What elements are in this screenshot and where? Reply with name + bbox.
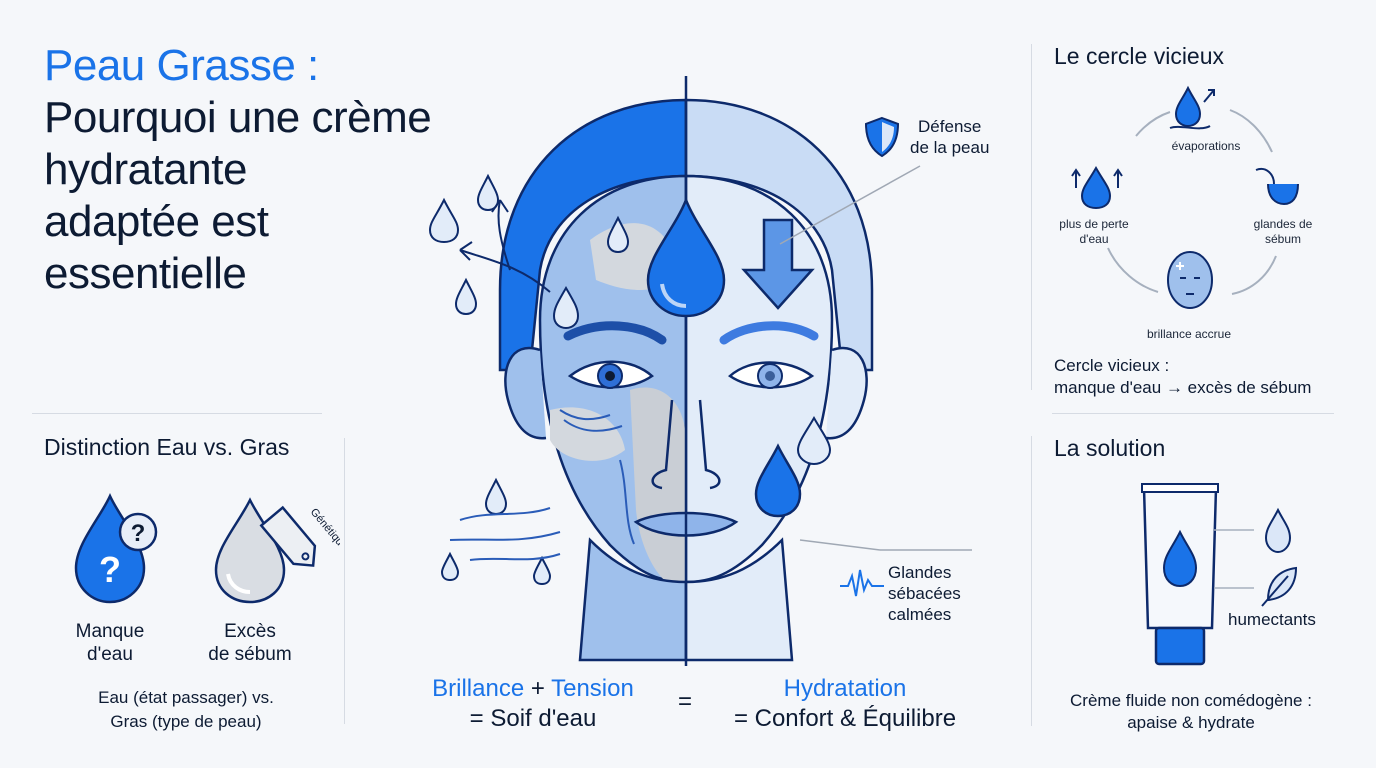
sebaceous-gland-icon	[1255, 168, 1299, 206]
leaf-icon	[1261, 566, 1298, 607]
title-line-2: hydratante	[44, 145, 247, 194]
solution-illustration	[1141, 483, 1298, 666]
title-accent: Peau Grasse :	[44, 41, 319, 90]
shine-patch	[550, 407, 625, 461]
page-title: Peau Grasse : Pourquoi une crème hydrata…	[44, 40, 514, 300]
pulse-icon	[840, 569, 884, 597]
water-drop-icon	[646, 196, 726, 318]
title-line-3: adaptée est	[44, 197, 269, 246]
sebum-label: Excès de sébum	[208, 621, 292, 665]
dehydration-lines	[449, 507, 561, 561]
water-loss-icon	[1071, 165, 1123, 210]
cycle-arrows	[1107, 109, 1277, 295]
svg-text:?: ?	[99, 549, 121, 590]
svg-text:?: ?	[131, 520, 146, 547]
divider	[32, 413, 322, 414]
hair-left	[498, 98, 688, 372]
leader-line	[779, 165, 921, 245]
evaporating-drops	[428, 173, 630, 586]
cycle-top-label: évaporations	[1172, 139, 1241, 153]
hair-right	[684, 98, 874, 372]
ear-left	[504, 346, 547, 440]
eyebrow-right	[719, 321, 819, 345]
wrinkle-lines	[559, 409, 623, 432]
shield-icon	[864, 116, 900, 158]
tag-icon	[259, 505, 317, 567]
glands-label: Glandes sébacées calmées	[888, 563, 961, 624]
cycle-heading: Le cercle vicieux	[1054, 43, 1225, 69]
drop-icon	[754, 443, 802, 518]
humectants-label: humectants	[1228, 610, 1316, 629]
equation-left: Brillance + Tension = Soif d'eau	[432, 675, 634, 732]
face-illustration	[428, 76, 972, 666]
eyebrow-left	[563, 321, 667, 345]
water-drop-icon: ? ?	[74, 492, 158, 604]
distinction-icons: ? ? Génétique	[74, 492, 340, 604]
cycle-left-label-1: plus de perte	[1059, 217, 1129, 231]
evaporation-icon	[1169, 85, 1215, 130]
divider	[1031, 44, 1032, 390]
cycle-right-label-2: sébum	[1265, 232, 1301, 246]
arrow-icon	[459, 249, 551, 293]
cycle-summary: Cercle vicieux : manque d'eau → excès de…	[1054, 356, 1312, 397]
cycle-diagram: évaporations glandes de sébum plus de pe…	[1059, 85, 1313, 340]
ear-right	[825, 346, 868, 440]
water-label: Manque d'eau	[75, 621, 145, 665]
solution-heading: La solution	[1054, 435, 1166, 461]
shiny-face-icon	[1167, 251, 1213, 309]
arrow-down-icon	[741, 218, 815, 310]
divider	[1052, 413, 1334, 414]
distinction-summary: Eau (état passager) vs. Gras (type de pe…	[98, 688, 274, 731]
cycle-right-label-1: glandes de	[1254, 217, 1313, 231]
divider	[344, 438, 345, 724]
distinction-heading: Distinction Eau vs. Gras	[44, 434, 290, 460]
solution-summary: Crème fluide non comédogène : apaise & h…	[1070, 691, 1312, 732]
nose	[651, 399, 721, 490]
divider	[1031, 436, 1032, 726]
cycle-left-label-2: d'eau	[1080, 232, 1109, 246]
shine-patch	[630, 387, 686, 590]
drop-icon	[796, 415, 832, 466]
defense-label: Défense de la peau	[910, 117, 990, 157]
title-line-1: Pourquoi une crème	[44, 93, 432, 142]
cream-tube-icon	[1141, 483, 1219, 666]
cycle-bottom-label: brillance accrue	[1147, 327, 1231, 340]
title-line-4: essentielle	[44, 249, 247, 298]
equation-right: Hydratation = Confort & Équilibre	[733, 675, 957, 732]
equation-equals: =	[678, 688, 693, 715]
drop-icon	[1264, 507, 1292, 554]
